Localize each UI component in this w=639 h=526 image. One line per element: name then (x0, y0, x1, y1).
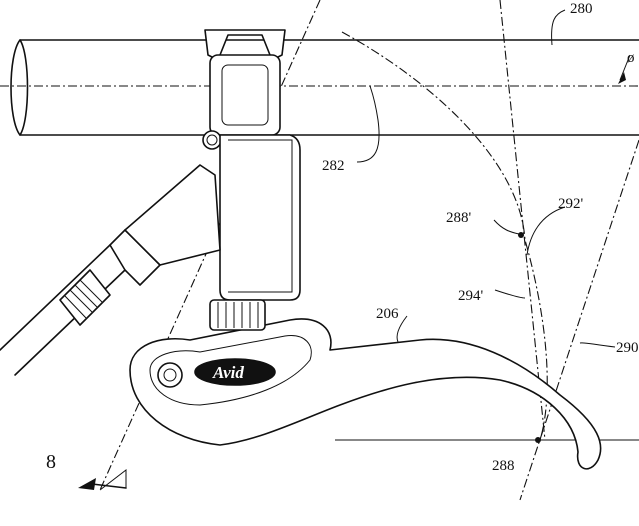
arc-294-prime (341, 31, 548, 441)
reach-adjuster (209, 299, 266, 331)
arrow-8 (78, 478, 127, 490)
angle-indicator (618, 54, 631, 84)
label-290: 290 (616, 340, 639, 356)
dash-line-290 (519, 139, 639, 501)
lever-206: Avid (129, 318, 602, 470)
label-292-prime: 292' (558, 196, 584, 212)
label-8: 8 (46, 451, 56, 473)
label-294-prime: 294' (458, 288, 484, 304)
label-282: 282 (322, 158, 345, 174)
handlebar (0, 39, 639, 136)
label-288-prime: 288' (446, 210, 472, 226)
reservoir (219, 134, 301, 301)
label-diameter: ø (627, 50, 635, 66)
hose-assembly (0, 164, 221, 376)
label-280: 280 (570, 1, 593, 17)
point-288-prime (518, 232, 524, 238)
leader-lines (99, 9, 616, 491)
label-206: 206 (376, 306, 399, 322)
logo-text: Avid (212, 363, 244, 382)
label-288: 288 (492, 458, 515, 474)
point-288 (535, 437, 541, 443)
